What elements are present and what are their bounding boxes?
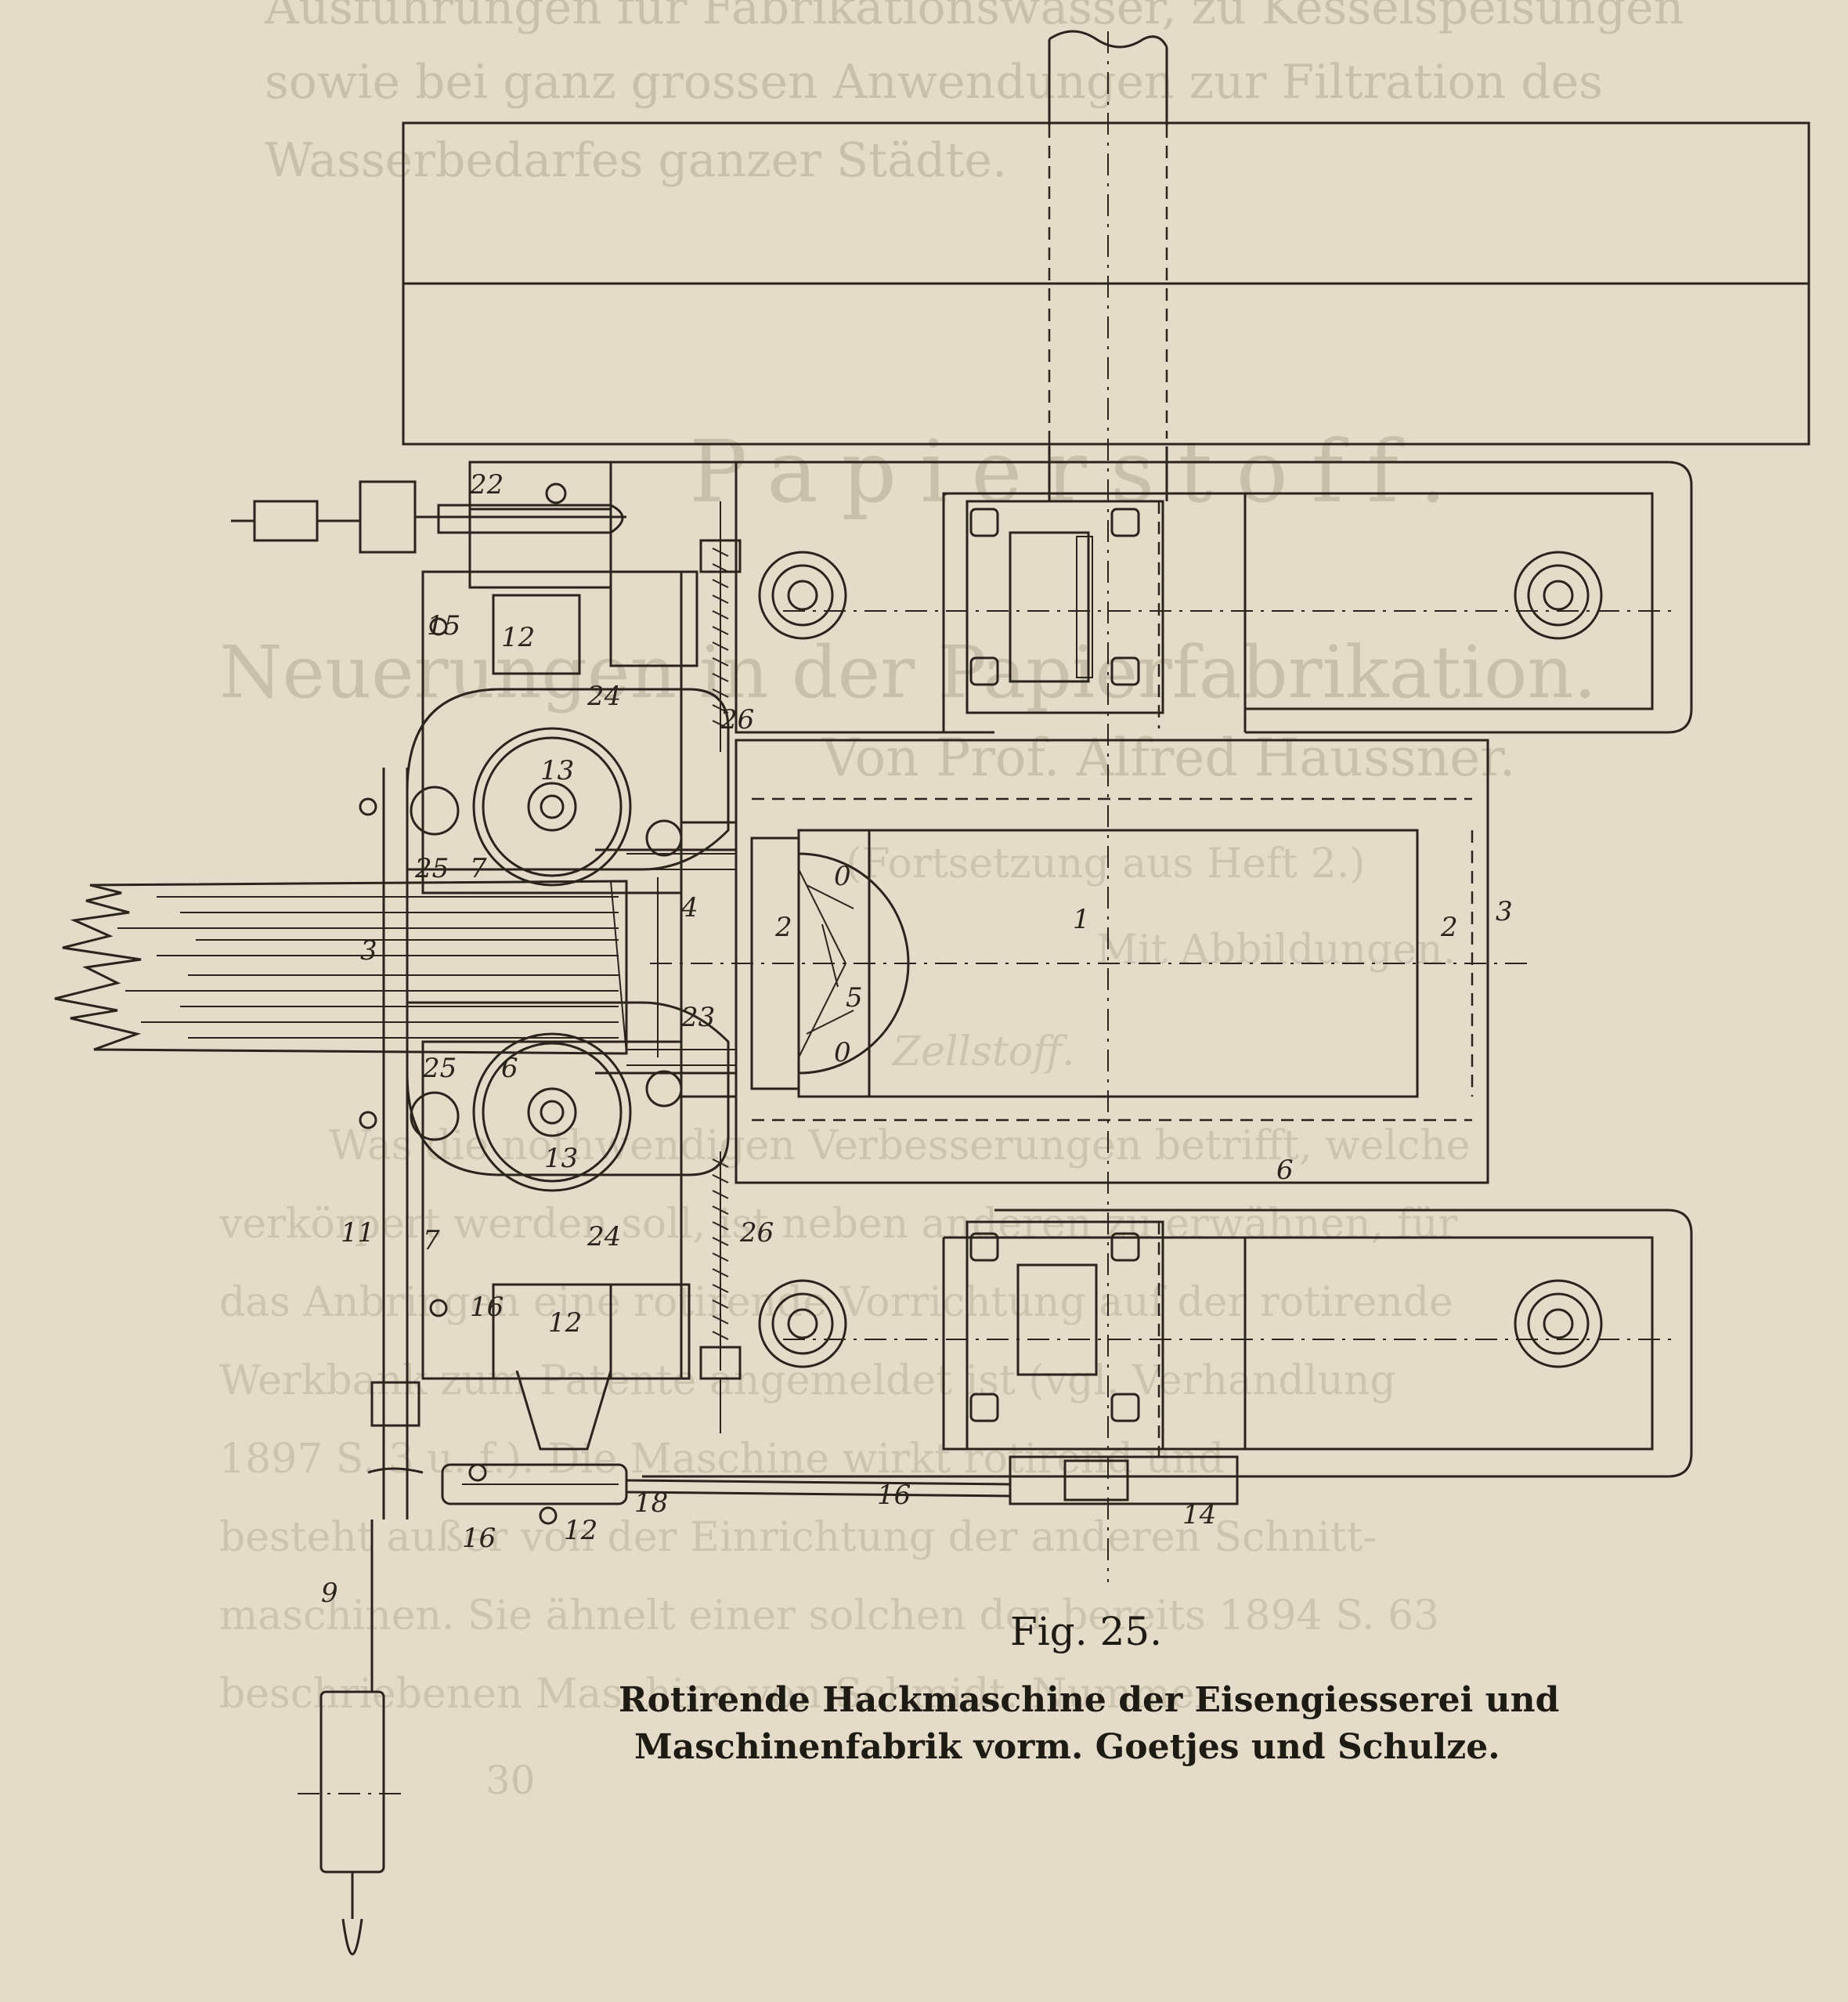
label-3-frame: 3 (1496, 896, 1513, 927)
label-16: 16 (462, 1523, 496, 1554)
label-9: 9 (321, 1577, 338, 1609)
bleed-body-8: beschriebenen Maschine von Schmidt. Numm… (219, 1671, 1214, 1718)
bleed-line-2: sowie bei ganz grossen Anwendungen zur F… (265, 55, 1603, 110)
bleed-page-number: 30 (485, 1758, 536, 1803)
label-6-roller: 6 (501, 1053, 518, 1084)
label-26-upper: 26 (720, 704, 754, 735)
label-22: 22 (469, 469, 504, 500)
label-13-upper: 13 (540, 755, 574, 786)
label-24-upper: 24 (587, 681, 621, 712)
lower-gear (472, 1032, 632, 1192)
label-12-bottom: 12 (564, 1515, 597, 1546)
cutter-disk (750, 837, 910, 1090)
hanging-weight (298, 1520, 407, 1956)
caption-line-2: Maschinenfabrik vorm. Goetjes und Schulz… (634, 1727, 1500, 1767)
feed-rollers (406, 688, 730, 1192)
label-14: 14 (1182, 1499, 1216, 1530)
label-7-upper: 7 (470, 853, 487, 884)
anchor-nuts (758, 551, 1603, 1368)
label-7-lower: 7 (423, 1225, 440, 1256)
bolt-nut (969, 508, 1140, 686)
label-4: 4 (680, 892, 698, 923)
label-18: 18 (634, 1487, 668, 1519)
label-15: 16 (877, 1480, 911, 1511)
label-0-bottom: 0 (834, 1037, 851, 1068)
figure-caption: Fig. 25. Rotirende Hackmaschine der Eise… (619, 1609, 1559, 1767)
bleed-body-2: verkörpert werden soll, ist neben andere… (218, 1201, 1457, 1248)
label-3-log: 3 (360, 935, 377, 967)
upper-bearing (966, 500, 1164, 728)
label-24-lower: 24 (587, 1221, 621, 1252)
pulley-drum (402, 121, 1810, 446)
label-26-lower: 26 (739, 1217, 774, 1249)
bleed-subheading: Neuerungen in der Papierfabrikation. (219, 631, 1597, 714)
upper-gear (472, 727, 632, 887)
label-13-lower: 13 (544, 1143, 578, 1174)
label-0-top: 0 (834, 861, 851, 892)
label-12-lower: 12 (548, 1307, 582, 1339)
caption-line-1: Rotirende Hackmaschine der Eisengiessere… (619, 1680, 1559, 1720)
bleed-body-4: Werkbank zum Patente angemeldet ist (vgl… (219, 1357, 1396, 1404)
bleed-section: Zellstoff. (891, 1028, 1074, 1075)
label-25-lower: 25 (422, 1053, 457, 1084)
top-lever (231, 480, 626, 554)
label-23: 23 (680, 1002, 715, 1033)
bed-plate (478, 461, 1693, 1478)
label-8-lower: 16 (470, 1292, 504, 1323)
label-2-left: 2 (774, 912, 792, 943)
part-labels: 22 15 12 26 24 13 25 7 4 3 2 0 0 5 1 2 3… (321, 469, 1513, 1609)
wood-log (54, 877, 659, 1057)
bleed-through-text: Ausführungen für Fabrikationswasser, zu … (218, 0, 1684, 1803)
label-11: 11 (341, 1217, 374, 1249)
bottom-linkage (367, 1370, 1239, 1525)
pulley-lower (402, 282, 1810, 446)
lower-bearing (966, 1220, 1164, 1457)
label-12-upper: 12 (501, 622, 535, 653)
main-shaft (1048, 30, 1168, 1582)
feed-channel (595, 821, 738, 1098)
bleed-heading: Papierstoff. (689, 421, 1470, 522)
shaft-break (1049, 30, 1168, 49)
bleed-body-3: das Anbringen eine rotirende Vorrichtung… (219, 1279, 1453, 1326)
figure-number: Fig. 25. (1010, 1609, 1162, 1654)
bleed-body-7: maschinen. Sie ähnelt einer solchen der … (219, 1592, 1439, 1639)
bleed-continuation: (Fortsetzung aus Heft 2.) (846, 840, 1366, 887)
bleed-line-1: Ausführungen für Fabrikationswasser, zu … (264, 0, 1684, 35)
label-25-upper: 25 (414, 853, 449, 884)
bleed-body-5: 1897 S. 3 u. f.). Die Maschine wirkt rot… (219, 1436, 1225, 1483)
upper-housing (421, 570, 683, 894)
bleed-author: Von Prof. Alfred Haussner. (821, 728, 1516, 788)
label-2-right: 2 (1440, 912, 1458, 943)
label-1: 1 (1073, 904, 1090, 935)
label-6-frame: 6 (1276, 1155, 1294, 1186)
bleed-note: Mit Abbildungen. (1096, 927, 1456, 974)
bleed-body-6: besteht außer von der Einrichtung der an… (219, 1514, 1377, 1561)
bleed-body-1: Was die nothwendigen Verbesserungen betr… (329, 1122, 1471, 1169)
machine-housing (359, 461, 698, 1520)
bleed-line-3: Wasserbedarfes ganzer Städte. (265, 133, 1007, 188)
label-5: 5 (846, 982, 863, 1014)
label-8-upper: 15 (427, 610, 460, 641)
springs (699, 501, 742, 1433)
